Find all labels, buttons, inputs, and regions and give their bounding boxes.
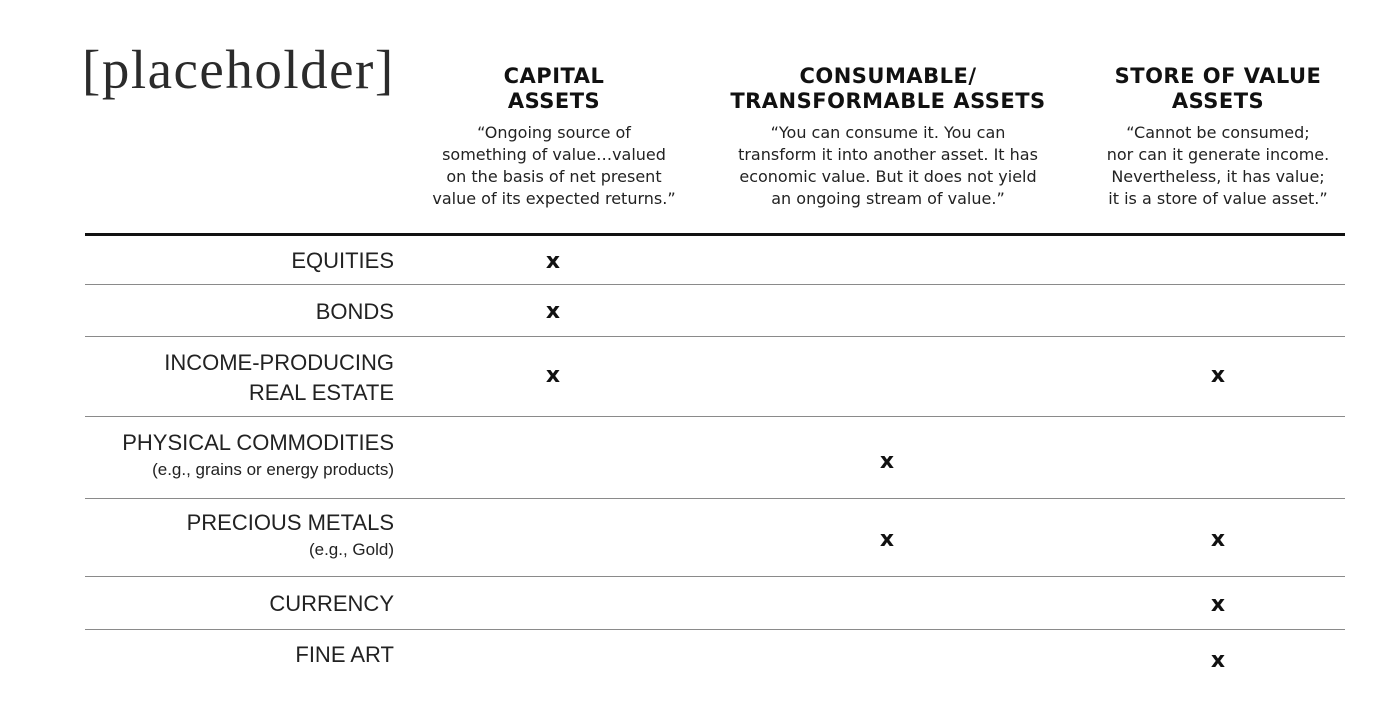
check-mark: x <box>545 299 561 324</box>
column-title-line: STORE OF VALUE <box>1114 64 1322 88</box>
check-mark: x <box>879 527 895 552</box>
column-description-line: something of value…valued <box>442 145 666 164</box>
row-label: PHYSICAL COMMODITIES (e.g., grains or ene… <box>122 428 394 482</box>
row-label-line: PRECIOUS METALS <box>186 510 394 535</box>
row-label-line: BONDS <box>315 299 394 324</box>
column-title-line: CONSUMABLE/ <box>799 64 977 88</box>
header-divider <box>85 233 1345 236</box>
column-title-line: TRANSFORMABLE ASSETS <box>730 89 1046 113</box>
row-divider <box>85 336 1345 337</box>
check-mark: x <box>879 449 895 474</box>
row-label-line: FINE ART <box>295 642 394 667</box>
column-description-line: “Ongoing source of <box>477 123 631 142</box>
column-description-line: it is a store of value asset.” <box>1108 189 1328 208</box>
column-title-line: CAPITAL <box>503 64 605 88</box>
row-label-line: REAL ESTATE <box>248 380 394 405</box>
column-header-store-of-value-assets: STORE OF VALUE ASSETS “Cannot be consume… <box>1088 64 1348 210</box>
row-label: FINE ART <box>295 640 394 670</box>
column-description-line: transform it into another asset. It has <box>738 145 1038 164</box>
row-divider <box>85 498 1345 499</box>
column-title-line: ASSETS <box>1171 89 1265 113</box>
column-title-line: ASSETS <box>507 89 601 113</box>
column-description-line: on the basis of net present <box>446 167 662 186</box>
check-mark: x <box>1210 648 1226 673</box>
column-title: CAPITAL ASSETS <box>414 64 694 114</box>
column-header-consumable-transformable-assets: CONSUMABLE/ TRANSFORMABLE ASSETS “You ca… <box>718 64 1058 210</box>
column-description: “You can consume it. You can transform i… <box>718 122 1058 210</box>
column-description-line: Nevertheless, it has value; <box>1111 167 1325 186</box>
column-description: “Ongoing source of something of value…va… <box>414 122 694 210</box>
column-description-line: “Cannot be consumed; <box>1126 123 1310 142</box>
row-label-example: (e.g., Gold) <box>308 540 394 559</box>
row-divider <box>85 576 1345 577</box>
row-label: PRECIOUS METALS (e.g., Gold) <box>187 508 394 562</box>
column-header-capital-assets: CAPITAL ASSETS “Ongoing source of someth… <box>414 64 694 210</box>
row-label-line: INCOME-PRODUCING <box>164 350 394 375</box>
column-description-line: economic value. But it does not yield <box>739 167 1037 186</box>
column-description-line: an ongoing stream of value.” <box>771 189 1005 208</box>
row-divider <box>85 416 1345 417</box>
row-label-line: CURRENCY <box>269 591 394 616</box>
column-title: STORE OF VALUE ASSETS <box>1088 64 1348 114</box>
column-title: CONSUMABLE/ TRANSFORMABLE ASSETS <box>718 64 1058 114</box>
check-mark: x <box>1210 592 1226 617</box>
row-divider <box>85 629 1345 630</box>
page-title: [placeholder] <box>82 39 395 100</box>
check-mark: x <box>545 249 561 274</box>
row-divider <box>85 284 1345 285</box>
check-mark: x <box>545 363 561 388</box>
row-label-example: (e.g., grains or energy products) <box>152 460 394 479</box>
column-description-line: value of its expected returns.” <box>432 189 676 208</box>
row-label-line: PHYSICAL COMMODITIES <box>122 430 394 455</box>
row-label: INCOME-PRODUCING REAL ESTATE <box>164 348 394 408</box>
check-mark: x <box>1210 527 1226 552</box>
column-description-line: “You can consume it. You can <box>770 123 1006 142</box>
check-mark: x <box>1210 363 1226 388</box>
row-label: CURRENCY <box>269 589 394 619</box>
row-label-line: EQUITIES <box>291 248 394 273</box>
column-description: “Cannot be consumed; nor can it generate… <box>1088 122 1348 210</box>
row-label: BONDS <box>316 297 394 327</box>
column-description-line: nor can it generate income. <box>1106 145 1330 164</box>
row-label: EQUITIES <box>291 246 394 276</box>
